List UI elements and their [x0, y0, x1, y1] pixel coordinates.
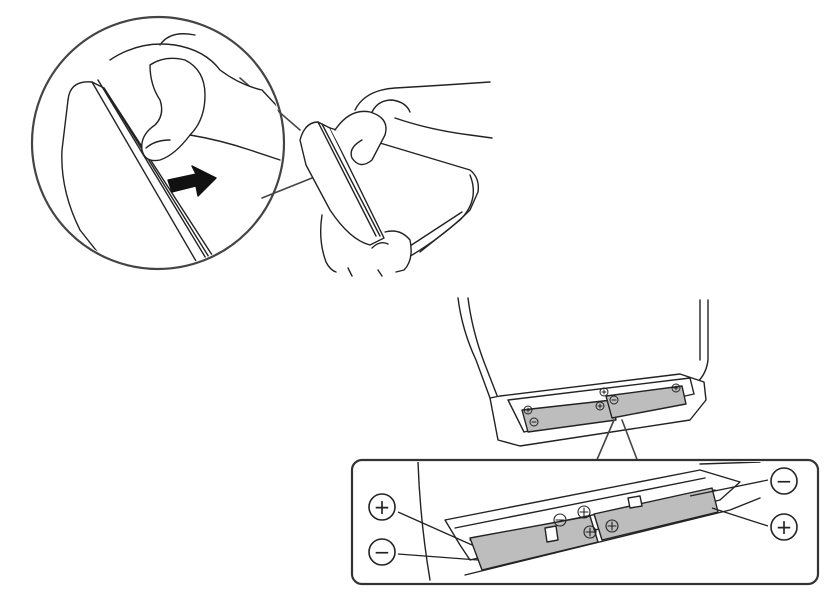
left-top-polarity: +: [374, 495, 391, 519]
battery-left: [469, 515, 599, 571]
battery-compartment: [457, 297, 709, 463]
zoomed-device: [61, 33, 282, 267]
hand-icon: [109, 33, 282, 162]
left-bottom-polarity: −: [374, 540, 391, 564]
hand-icon: [319, 214, 412, 277]
right-top-polarity: −: [776, 469, 793, 493]
plus-icon: +: [770, 513, 798, 541]
minus-icon: −: [368, 538, 396, 566]
small-polarity-marks: [523, 383, 681, 427]
open-cover-scene: [30, 15, 493, 277]
right-bottom-polarity: +: [776, 515, 793, 539]
plus-icon: +: [368, 493, 396, 521]
hand-icon: [334, 81, 493, 166]
device-with-hands: [299, 81, 493, 277]
leader-lines: [397, 479, 769, 561]
callout-pointer: [595, 419, 639, 463]
polarity-labels: + − − +: [368, 467, 798, 566]
battery-right: [593, 487, 719, 541]
zoomed-compartment: [417, 462, 761, 581]
push-arrow-icon: [167, 165, 217, 197]
minus-icon: −: [770, 467, 798, 495]
